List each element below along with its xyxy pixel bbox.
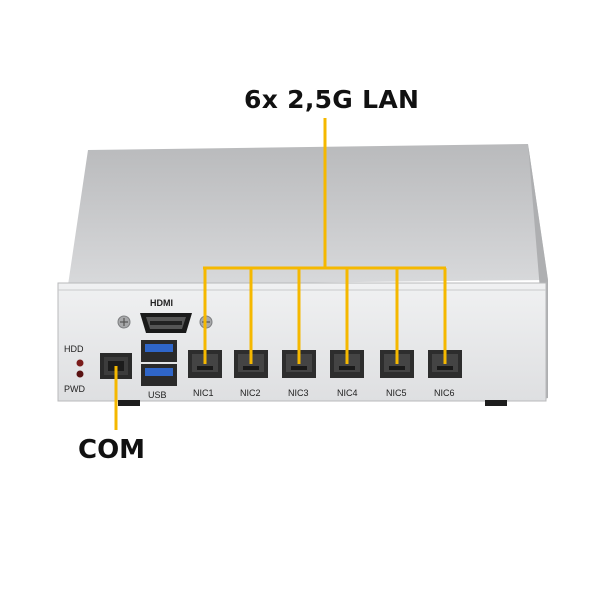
lan-callout-lines (203, 118, 447, 364)
nic5-label: NIC5 (386, 388, 407, 398)
hdd-label: HDD (64, 344, 84, 354)
pwd-led (76, 370, 84, 378)
pwd-label: PWD (64, 384, 85, 394)
usb-ports (141, 340, 177, 386)
hdd-led (76, 359, 84, 367)
hdmi-label: HDMI (150, 298, 173, 308)
nic6-label: NIC6 (434, 388, 455, 398)
screw-left (117, 315, 131, 329)
nic4-label: NIC4 (337, 388, 358, 398)
nic3-label: NIC3 (288, 388, 309, 398)
usb-label: USB (148, 390, 167, 400)
front-panel (57, 282, 547, 402)
com-callout-label: COM (78, 435, 146, 465)
foot-right (485, 400, 507, 406)
nic2-label: NIC2 (240, 388, 261, 398)
lan-callout-label: 6x 2,5G LAN (244, 85, 420, 114)
chassis-top (68, 144, 548, 285)
hdmi-port (140, 313, 192, 333)
foot-left (118, 400, 140, 406)
nic1-label: NIC1 (193, 388, 214, 398)
